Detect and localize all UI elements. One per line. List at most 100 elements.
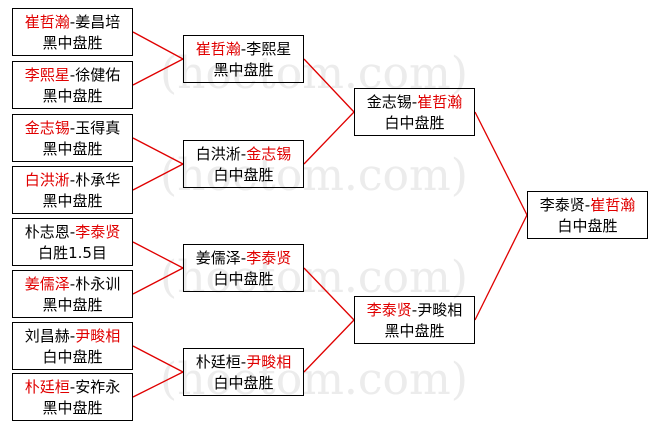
connector-line [132, 137, 184, 165]
match-result: 黑中盘胜 [42, 399, 103, 417]
match-box-r1-3: 金志锡-玉得真 黑中盘胜 [12, 114, 133, 162]
player-1: 崔哲瀚 [195, 40, 241, 58]
player-2: 李熙星 [246, 40, 292, 58]
connector-line [132, 31, 184, 60]
separator: - [69, 119, 76, 137]
match-players: 白洪淅-朴承华 [13, 170, 132, 191]
match-result: 白中盘胜 [384, 114, 445, 132]
match-players: 金志锡-崔哲瀚 [355, 92, 474, 113]
player-1: 金志锡 [24, 119, 70, 137]
watermark-text: (hoetom.com) [160, 150, 468, 201]
separator: - [69, 378, 76, 396]
match-box-r1-4: 白洪淅-朴承华 黑中盘胜 [12, 166, 133, 214]
player-1: 白洪淅 [195, 145, 241, 163]
match-players: 李泰贤-尹畯相 [355, 300, 474, 321]
match-box-r2-3: 姜儒泽-李泰贤 白中盘胜 [183, 244, 304, 292]
match-players: 李泰贤-崔哲瀚 [528, 195, 647, 216]
player-2: 尹畯相 [417, 301, 463, 319]
match-result: 黑中盘胜 [42, 140, 103, 158]
player-1: 朴廷桓 [195, 353, 241, 371]
match-players: 李熙星-徐健佑 [13, 65, 132, 86]
separator: - [411, 93, 418, 111]
separator: - [69, 327, 76, 345]
separator: - [240, 353, 247, 371]
player-2: 朴永训 [75, 275, 121, 293]
player-2: 安祚永 [75, 378, 121, 396]
connector-line [474, 111, 528, 216]
separator: - [240, 249, 247, 267]
player-2: 玉得真 [75, 119, 121, 137]
match-players: 刘昌赫-尹畯相 [13, 326, 132, 347]
match-box-r2-2: 白洪淅-金志锡 白中盘胜 [183, 140, 304, 188]
match-result: 黑中盘胜 [42, 296, 103, 314]
match-box-r1-8: 朴廷桓-安祚永 黑中盘胜 [12, 373, 133, 421]
connector-line [474, 214, 528, 321]
match-players: 崔哲瀚-李熙星 [184, 39, 303, 60]
match-result: 白胜1.5目 [38, 244, 107, 262]
connector-line [132, 345, 184, 373]
match-result: 白中盘胜 [557, 217, 618, 235]
separator: - [69, 275, 76, 293]
player-2: 金志锡 [246, 145, 292, 163]
player-1: 李泰贤 [539, 196, 585, 214]
match-box-r1-5: 朴志恩-李泰贤 白胜1.5目 [12, 218, 133, 266]
separator: - [69, 171, 76, 189]
player-2: 尹畯相 [246, 353, 292, 371]
match-box-r2-4: 朴廷桓-尹畯相 白中盘胜 [183, 348, 304, 396]
match-players: 白洪淅-金志锡 [184, 144, 303, 165]
separator: - [240, 145, 247, 163]
match-players: 姜儒泽-李泰贤 [184, 248, 303, 269]
match-result: 黑中盘胜 [384, 322, 445, 340]
match-players: 崔哲瀚-姜昌培 [13, 12, 132, 33]
match-players: 朴志恩-李泰贤 [13, 222, 132, 243]
match-result: 白中盘胜 [213, 270, 274, 288]
player-1: 朴志恩 [24, 223, 70, 241]
player-1: 姜儒泽 [24, 275, 70, 293]
player-1: 李泰贤 [366, 301, 412, 319]
player-2: 徐健佑 [75, 66, 121, 84]
player-1: 姜儒泽 [195, 249, 241, 267]
separator: - [411, 301, 418, 319]
match-result: 白中盘胜 [213, 166, 274, 184]
connector-line [303, 111, 355, 165]
player-2: 朴承华 [75, 171, 121, 189]
player-1: 朴廷桓 [24, 378, 70, 396]
connector-line [132, 371, 184, 398]
player-1: 刘昌赫 [24, 327, 70, 345]
watermark-text: (hoetom.com) [160, 48, 468, 99]
player-1: 李熙星 [24, 66, 70, 84]
match-players: 朴廷桓-尹畯相 [184, 352, 303, 373]
match-result: 黑中盘胜 [213, 61, 274, 79]
match-box-r1-6: 姜儒泽-朴永训 黑中盘胜 [12, 270, 133, 318]
separator: - [240, 40, 247, 58]
player-1: 金志锡 [366, 93, 412, 111]
match-result: 黑中盘胜 [42, 87, 103, 105]
player-1: 白洪淅 [24, 171, 70, 189]
connector-line [132, 267, 184, 295]
connector-line [303, 58, 355, 113]
separator: - [69, 13, 76, 31]
match-box-r2-1: 崔哲瀚-李熙星 黑中盘胜 [183, 35, 304, 83]
match-players: 朴廷桓-安祚永 [13, 377, 132, 398]
player-2: 崔哲瀚 [417, 93, 463, 111]
match-result: 白中盘胜 [213, 374, 274, 392]
connector-line [303, 267, 355, 321]
separator: - [69, 223, 76, 241]
match-players: 金志锡-玉得真 [13, 118, 132, 139]
connector-line [303, 319, 355, 373]
separator: - [69, 66, 76, 84]
player-2: 姜昌培 [75, 13, 121, 31]
player-2: 李泰贤 [75, 223, 121, 241]
match-result: 白中盘胜 [42, 348, 103, 366]
connector-line [132, 241, 184, 269]
match-box-r3-1: 金志锡-崔哲瀚 白中盘胜 [354, 88, 475, 136]
match-result: 黑中盘胜 [42, 34, 103, 52]
match-players: 姜儒泽-朴永训 [13, 274, 132, 295]
player-1: 崔哲瀚 [24, 13, 70, 31]
player-2: 崔哲瀚 [590, 196, 636, 214]
connector-line [132, 58, 184, 86]
match-box-r3-2: 李泰贤-尹畯相 黑中盘胜 [354, 296, 475, 344]
match-box-r1-7: 刘昌赫-尹畯相 白中盘胜 [12, 322, 133, 370]
